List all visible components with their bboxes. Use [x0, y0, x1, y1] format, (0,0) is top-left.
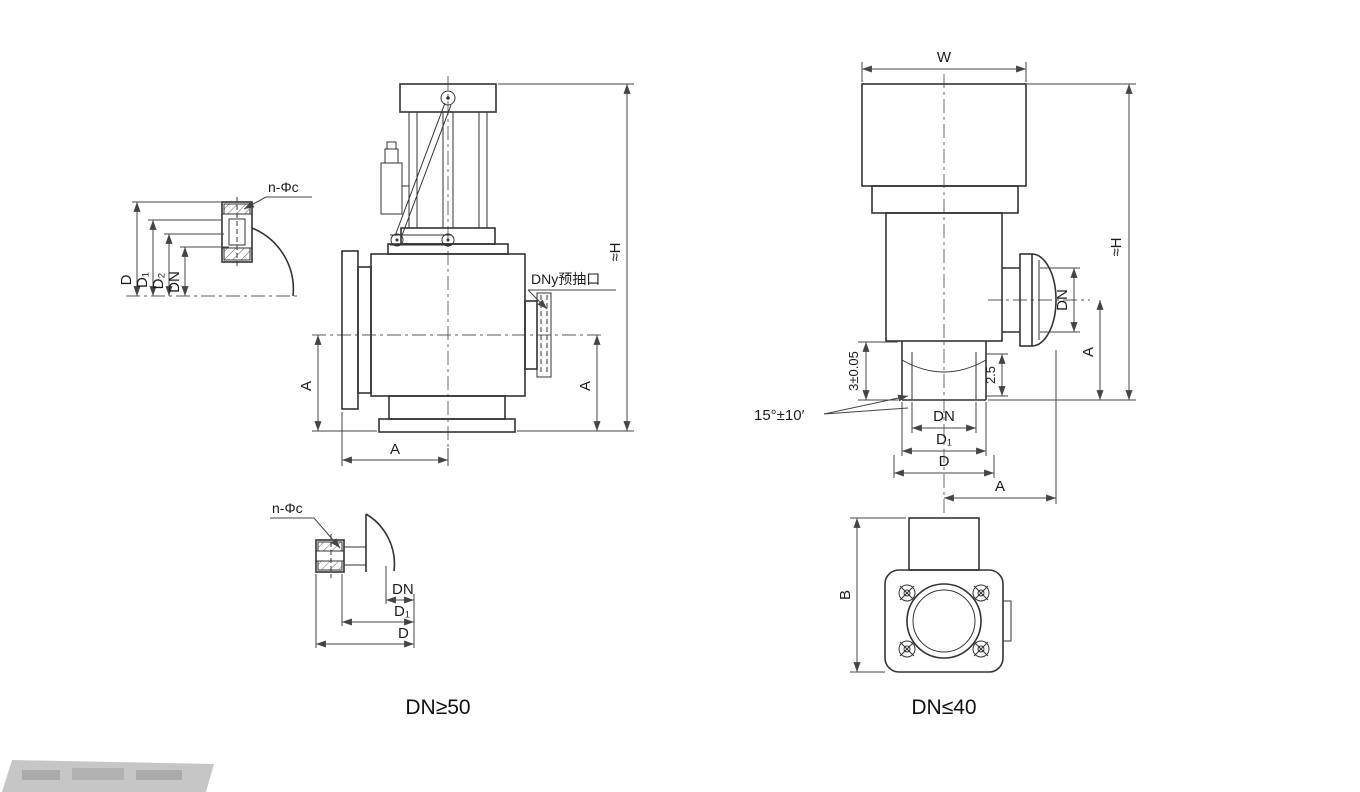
dim-label-d1-bottom-detail: D₁ [394, 603, 410, 620]
dim-label-d-detail: D [118, 274, 135, 285]
dim-label-h-left: ≈H [607, 242, 624, 261]
dim-label-wall3: 3±0.05 [846, 351, 861, 391]
watermark [2, 760, 214, 792]
dim-label-dn-bottom-detail: DN [392, 581, 414, 598]
dim-label-h-right: ≈H [1108, 237, 1125, 256]
caption-right: DN≤40 [911, 696, 976, 719]
dim-label-bevel-angle: 15°±10′ [754, 407, 805, 424]
dim-label-a-bottom: A [390, 441, 400, 458]
dim-label-lip25: 2.5 [983, 366, 998, 384]
dim-label-a-mid: A [577, 381, 594, 391]
bolt-callout-top-label: n-Φc [268, 179, 299, 195]
left-valve-body [341, 250, 552, 433]
dim-label-d-tube: D [939, 453, 950, 470]
centerlines [126, 74, 1090, 516]
right-bottom-view: B [837, 517, 1012, 673]
dim-label-a-right: A [1080, 347, 1097, 357]
bolt-hole-top-left [898, 584, 916, 602]
dim-label-a-left: A [298, 381, 315, 391]
dim-label-d1-tube: D₁ [936, 431, 952, 448]
dim-label-d2-detail: D₂ [150, 272, 167, 289]
right-dimensions: DN A ≈H 3±0.05 2.5 15°±10′ DN D₁ D A [754, 83, 1136, 504]
bolt-callout-bottom-label: n-Φc [272, 500, 303, 516]
flange-detail-top: n-Φc D D₁ D₂ DN [118, 179, 312, 297]
caption-left: DN≥50 [405, 696, 470, 719]
dim-label-d-bottom-detail: D [398, 625, 409, 642]
bolt-hole-bottom-right [972, 640, 990, 658]
dim-label-d1-detail: D₁ [134, 272, 151, 288]
dim-label-a-bottom-right: A [995, 478, 1005, 495]
dim-label-dn-detail: DN [166, 271, 183, 293]
left-dimensions: ≈H A A A [298, 83, 634, 466]
port-leader: DNy预抽口 [527, 271, 616, 310]
bolt-hole-bottom-left [898, 640, 916, 658]
dim-label-w: W [937, 49, 952, 66]
dim-label-dn-tube: DN [933, 408, 955, 425]
right-valve-body [885, 212, 1057, 401]
dim-label-dn-port: DN [1054, 289, 1071, 311]
flange-detail-bottom: n-Φc DN D₁ D [270, 500, 415, 648]
left-actuator [380, 83, 509, 255]
dim-label-b: B [837, 590, 854, 600]
bolt-hole-top-right [972, 584, 990, 602]
port-leader-label: DNy预抽口 [531, 271, 600, 287]
